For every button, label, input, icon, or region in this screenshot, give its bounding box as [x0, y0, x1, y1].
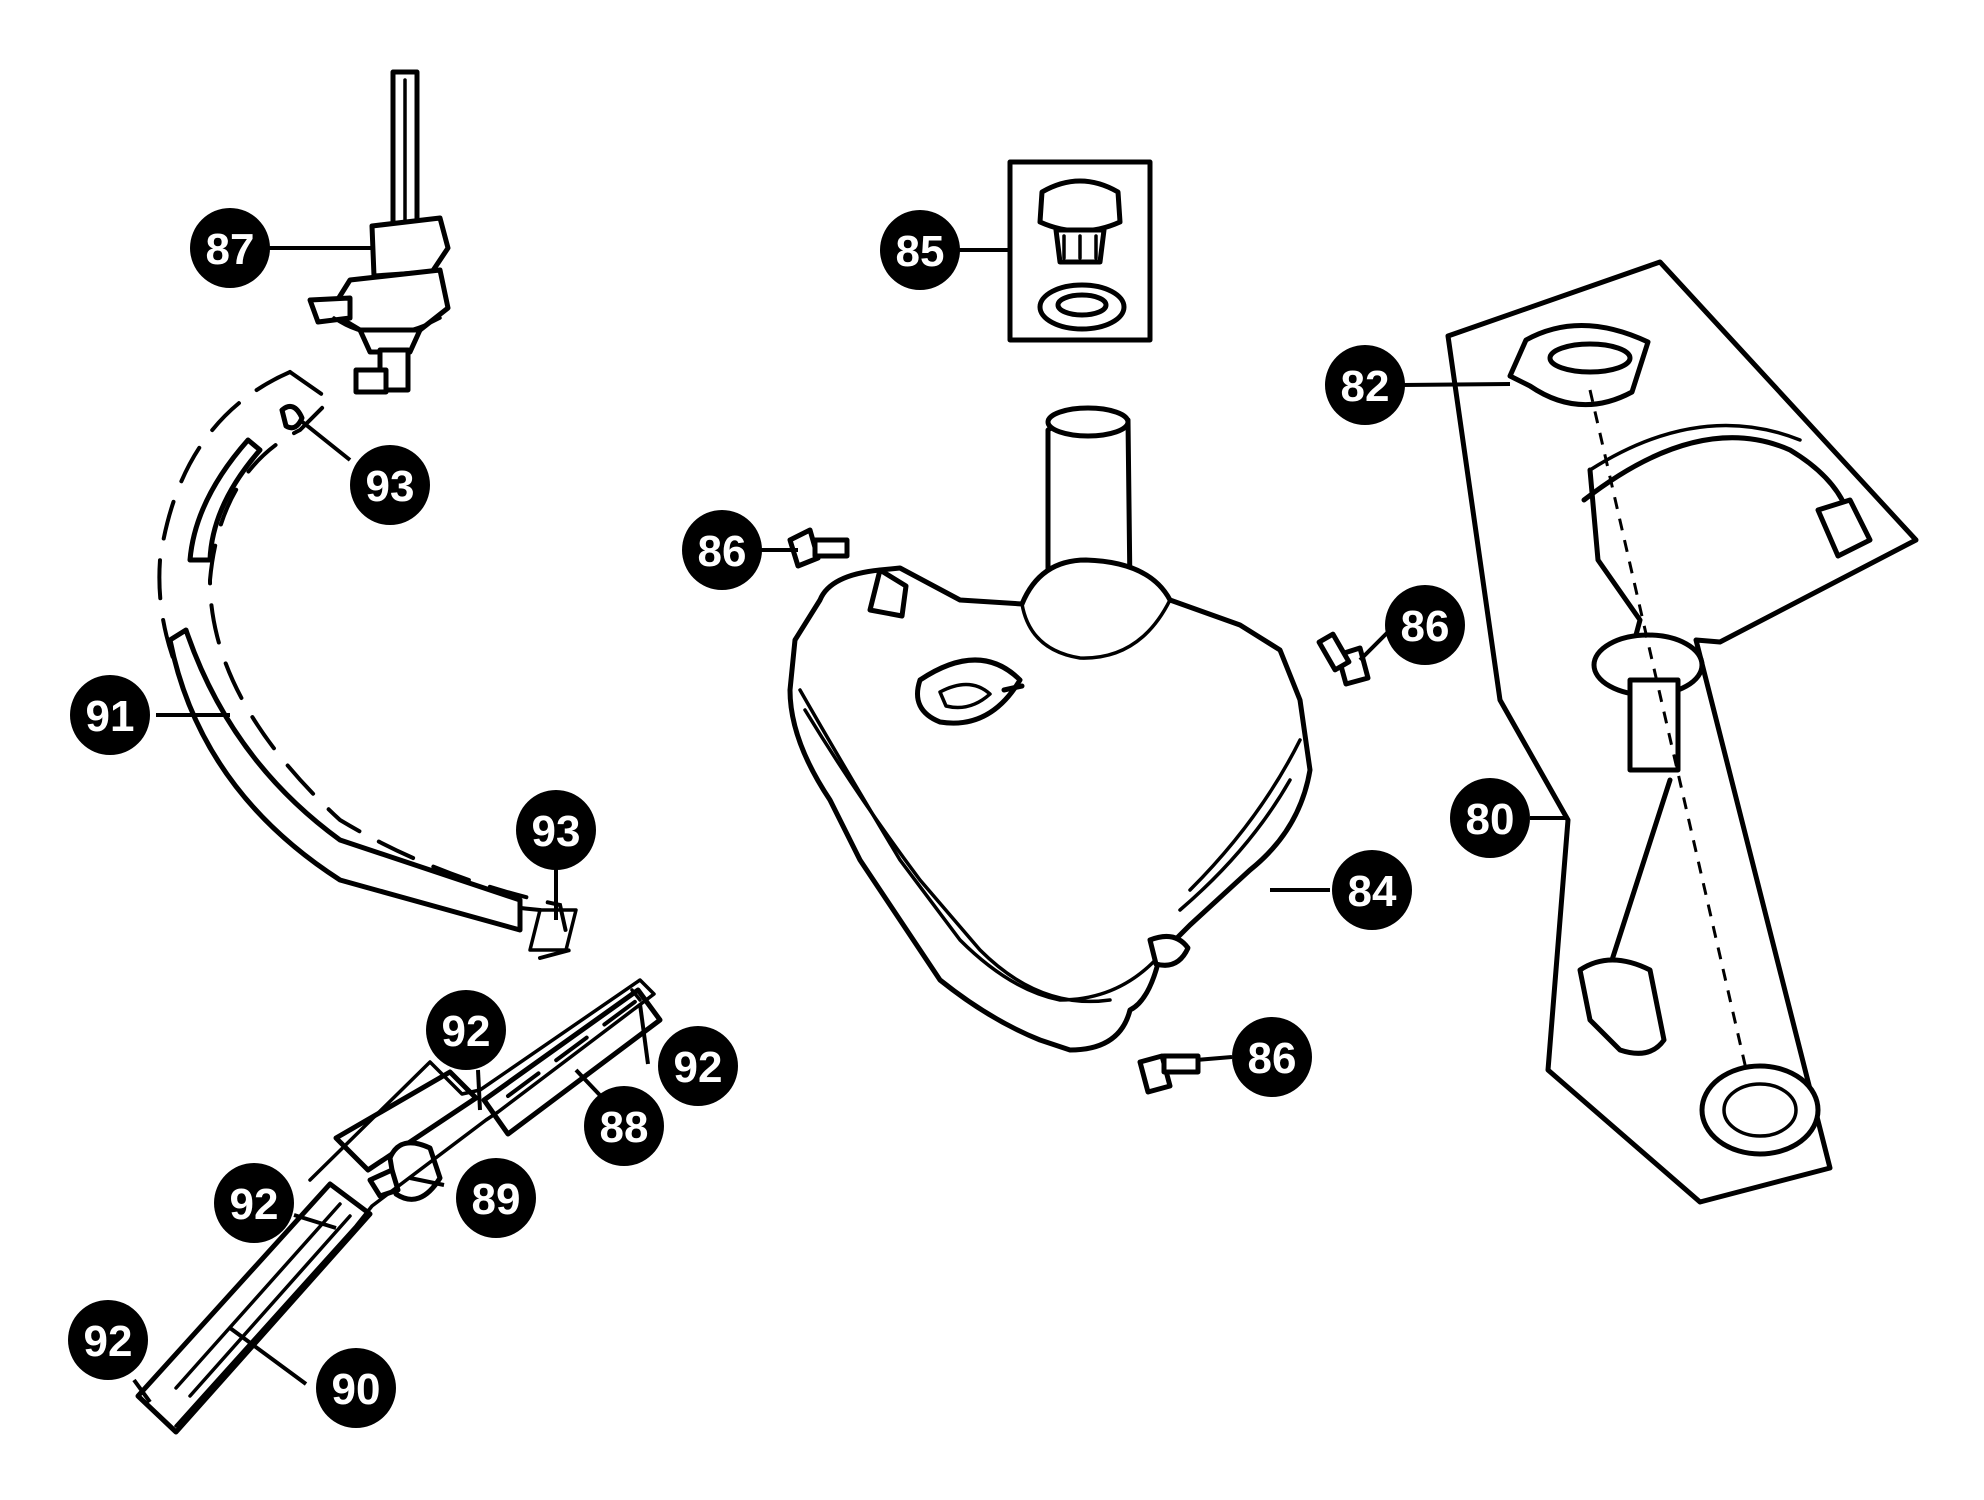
fuel-pump-assembly-80-part — [1445, 259, 1919, 1205]
bolt-86-lower — [1137, 1053, 1201, 1095]
callout-89-label: 89 — [472, 1175, 521, 1224]
callout-82: 82 — [1325, 345, 1405, 425]
callout-91: 91 — [70, 675, 150, 755]
callout-93-upper: 93 — [350, 445, 430, 525]
callout-86-upper-left-label: 86 — [698, 527, 747, 576]
callout-85-label: 85 — [896, 227, 945, 276]
callout-leaders — [132, 246, 1568, 1404]
callout-92-bottom-label: 92 — [84, 1317, 133, 1366]
callout-87: 87 — [190, 208, 270, 288]
callout-93-lower-label: 93 — [532, 807, 581, 856]
callout-93-upper-label: 93 — [366, 462, 415, 511]
callout-92-right: 92 — [658, 1026, 738, 1106]
callout-90: 90 — [316, 1348, 396, 1428]
callout-84: 84 — [1332, 850, 1412, 930]
callout-86-upper-left: 86 — [682, 510, 762, 590]
fuel-line-90-part — [135, 1181, 373, 1435]
callout-88-label: 88 — [600, 1103, 649, 1152]
callout-88: 88 — [584, 1086, 664, 1166]
filler-cap-part — [1007, 159, 1153, 343]
callout-90-label: 90 — [332, 1365, 381, 1414]
callout-86-right-label: 86 — [1401, 602, 1450, 651]
callout-89: 89 — [456, 1158, 536, 1238]
fuel-tank-part — [787, 405, 1313, 1053]
callout-86-right: 86 — [1385, 585, 1465, 665]
callout-80-label: 80 — [1466, 795, 1515, 844]
callout-86-lower-label: 86 — [1248, 1034, 1297, 1083]
callout-85: 85 — [880, 210, 960, 290]
fuel-line-88-part — [481, 987, 663, 1137]
callout-92-top: 92 — [426, 990, 506, 1070]
bolt-86-upper-left — [787, 527, 850, 569]
callout-82-label: 82 — [1341, 362, 1390, 411]
callout-80: 80 — [1450, 778, 1530, 858]
fuel-hose-91-part — [157, 370, 578, 960]
callout-92-left-label: 92 — [230, 1180, 279, 1229]
callout-92-top-label: 92 — [442, 1007, 491, 1056]
callout-92-right-label: 92 — [674, 1043, 723, 1092]
callout-84-label: 84 — [1348, 867, 1397, 916]
callout-93-lower: 93 — [516, 790, 596, 870]
callout-92-bottom: 92 — [68, 1300, 148, 1380]
callout-91-label: 91 — [86, 692, 135, 741]
callout-86-lower: 86 — [1232, 1017, 1312, 1097]
fuel-tap-part — [307, 69, 451, 395]
fuel-lines-outline — [174, 978, 656, 1428]
callout-92-left: 92 — [214, 1163, 294, 1243]
callout-87-label: 87 — [206, 225, 255, 274]
